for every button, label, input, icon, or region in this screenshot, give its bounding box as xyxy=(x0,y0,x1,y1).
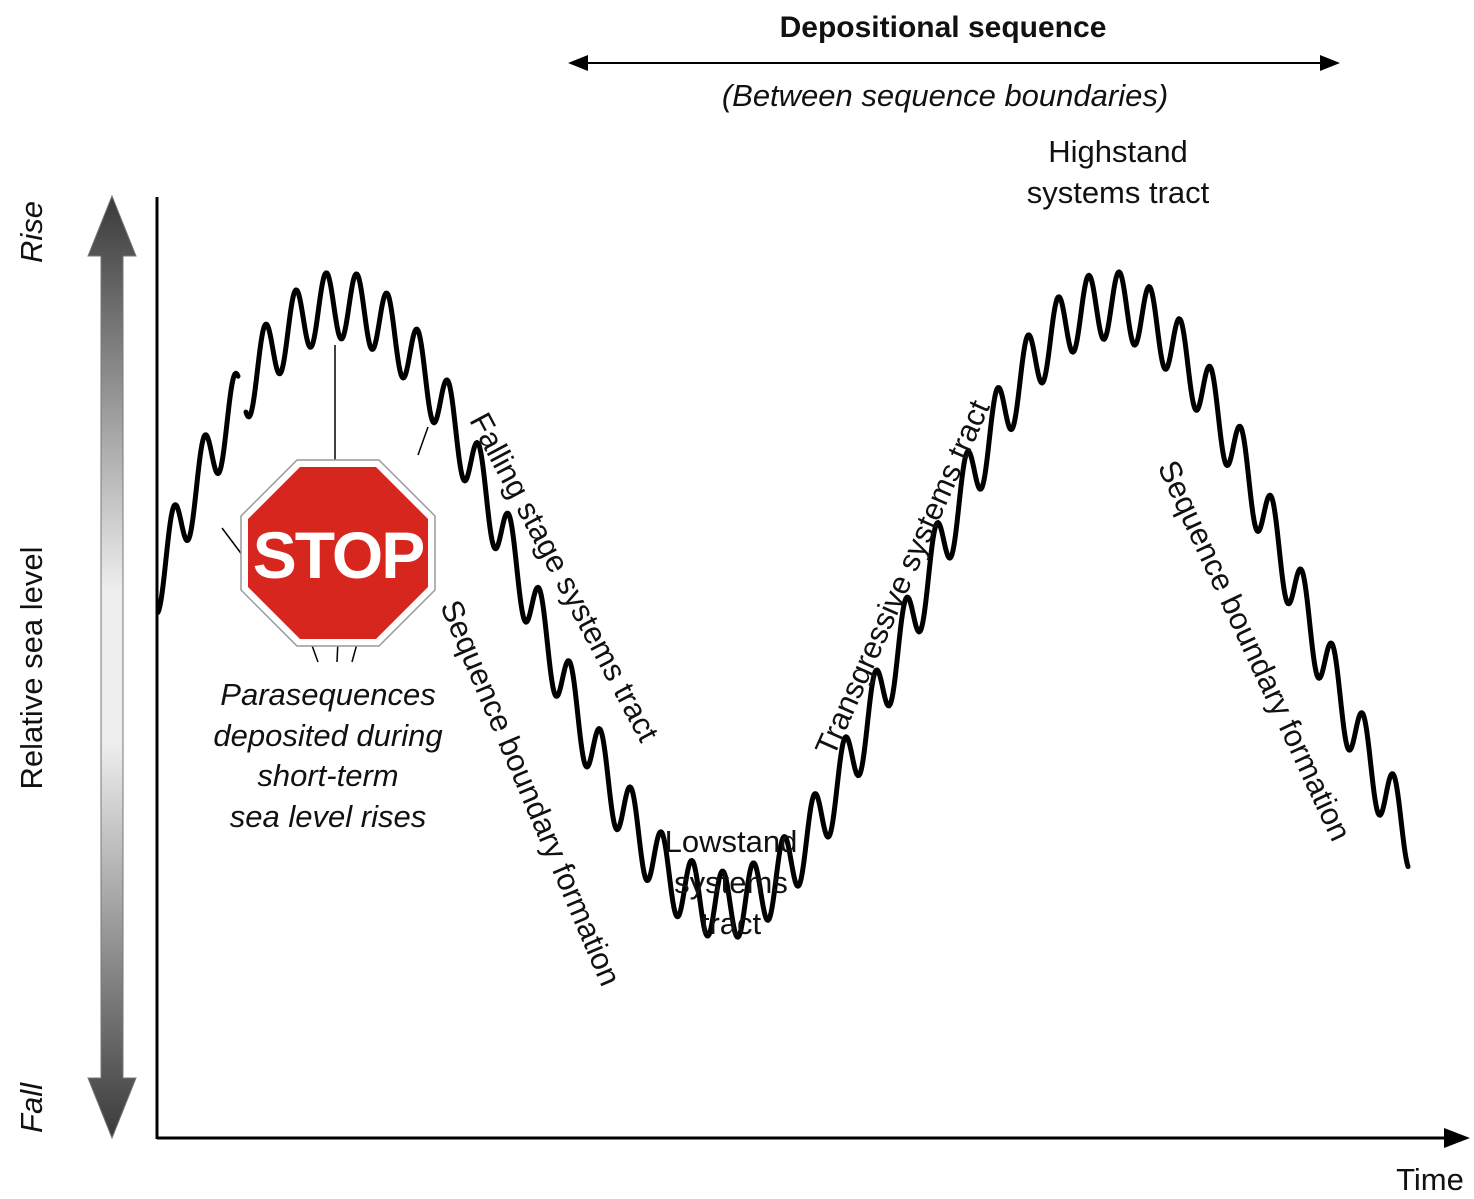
rise-label: Rise xyxy=(14,201,49,263)
rise-fall-arrow xyxy=(87,194,137,1140)
lowstand-line-2: systems xyxy=(674,865,788,900)
lowstand-line-1: Lowstand xyxy=(665,824,798,859)
depositional-sequence-arrow xyxy=(568,55,1340,71)
transgressive-label: Transgressive systems tract xyxy=(808,395,997,761)
y-axis-label: Relative sea level xyxy=(14,547,49,790)
stop-text: STOP xyxy=(253,518,424,592)
fall-label: Fall xyxy=(14,1082,49,1133)
parasequence-note: Parasequences deposited during short-ter… xyxy=(213,677,442,834)
lowstand-label: Lowstand systems tract xyxy=(665,824,798,941)
stop-sign: STOP xyxy=(240,459,436,647)
x-axis-label: Time xyxy=(1396,1162,1464,1197)
x-axis-arrowhead xyxy=(1444,1128,1470,1148)
highstand-line-1: Highstand xyxy=(1048,134,1188,169)
sea-level-curve xyxy=(155,269,1411,940)
highstand-label: Highstand systems tract xyxy=(1027,134,1210,210)
note-line-2: deposited during xyxy=(213,718,442,753)
between-boundaries-subtitle: (Between sequence boundaries) xyxy=(722,78,1168,113)
depositional-sequence-title: Depositional sequence xyxy=(780,11,1107,44)
note-line-4: sea level rises xyxy=(230,799,426,834)
highstand-line-2: systems tract xyxy=(1027,175,1210,210)
lowstand-line-3: tract xyxy=(701,906,762,941)
note-line-1: Parasequences xyxy=(220,677,435,712)
note-line-3: short-term xyxy=(257,758,398,793)
